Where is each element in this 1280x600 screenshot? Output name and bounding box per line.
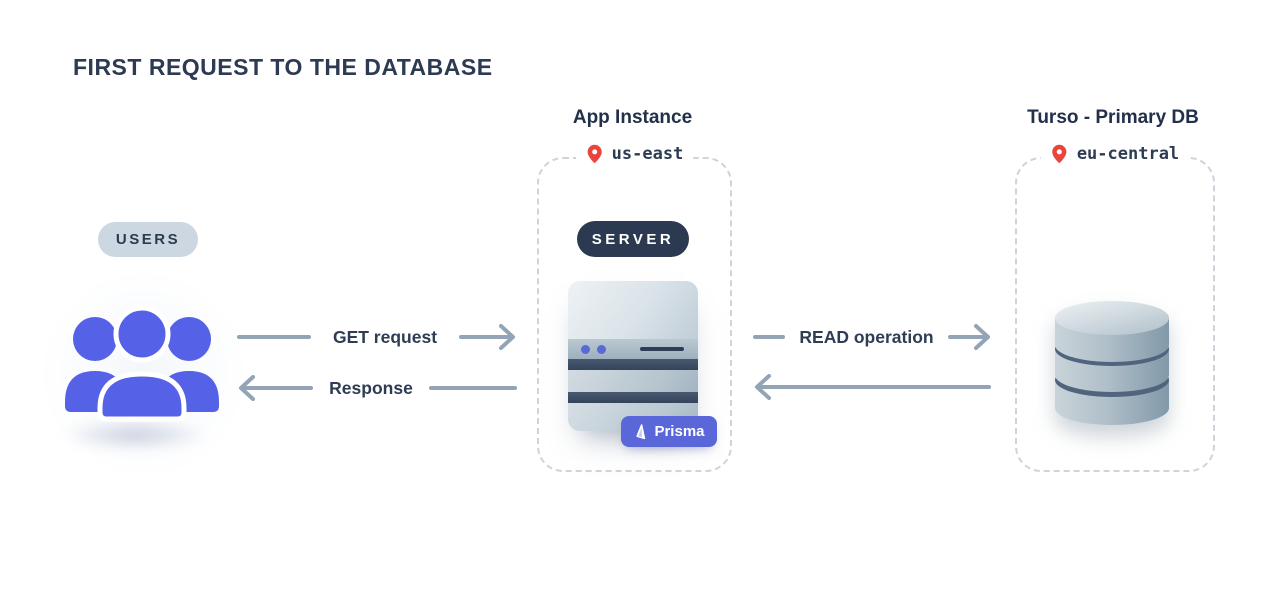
app-region-name: us-east (611, 144, 684, 164)
users-icon (60, 303, 224, 430)
server-bay-row (568, 370, 698, 392)
users-shadow (60, 418, 210, 452)
app-instance-box: us-east (537, 144, 732, 472)
read-operation-arrow: READ operation (753, 322, 992, 352)
prisma-badge: Prisma (621, 416, 717, 447)
get-request-label: GET request (332, 326, 438, 347)
db-region-label: eu-central (1040, 144, 1190, 164)
arrow-line (753, 335, 785, 339)
server-led-icon (597, 345, 606, 354)
response-arrow: Response (237, 373, 517, 403)
server-label-pill: SERVER (577, 221, 689, 257)
location-pin-icon (1052, 144, 1067, 164)
primary-db-heading: Turso - Primary DB (1027, 107, 1199, 128)
users-label: USERS (115, 231, 181, 248)
diagram-title: FIRST REQUEST TO THE DATABASE (73, 54, 493, 80)
primary-db-box: eu-central (1015, 144, 1215, 472)
arrow-left-icon (755, 374, 991, 400)
server-dark-band (568, 392, 698, 403)
read-operation-label: READ operation (799, 326, 934, 347)
get-request-arrow: GET request (237, 322, 517, 352)
server-led-icon (581, 345, 590, 354)
return-arrow (753, 372, 992, 402)
server-dark-band (568, 359, 698, 370)
app-region-label: us-east (575, 144, 694, 164)
server-slot (640, 347, 684, 351)
arrow-right-icon (948, 324, 990, 350)
response-label: Response (329, 377, 413, 398)
users-label-pill: USERS (98, 222, 198, 257)
server-icon (568, 281, 698, 431)
server-bay-row (568, 339, 698, 359)
prisma-logo-icon (636, 424, 646, 440)
arrow-right-icon (459, 324, 515, 350)
arrow-line (237, 335, 311, 339)
prisma-badge-label: Prisma (654, 423, 705, 440)
location-pin-icon (587, 144, 602, 164)
db-region-name: eu-central (1076, 144, 1180, 164)
arrow-left-icon (239, 375, 313, 401)
arrow-line (428, 386, 517, 390)
server-top-face (568, 281, 698, 339)
server-label: SERVER (591, 230, 675, 248)
database-icon (1045, 283, 1179, 440)
app-instance-heading: App Instance (572, 107, 693, 128)
